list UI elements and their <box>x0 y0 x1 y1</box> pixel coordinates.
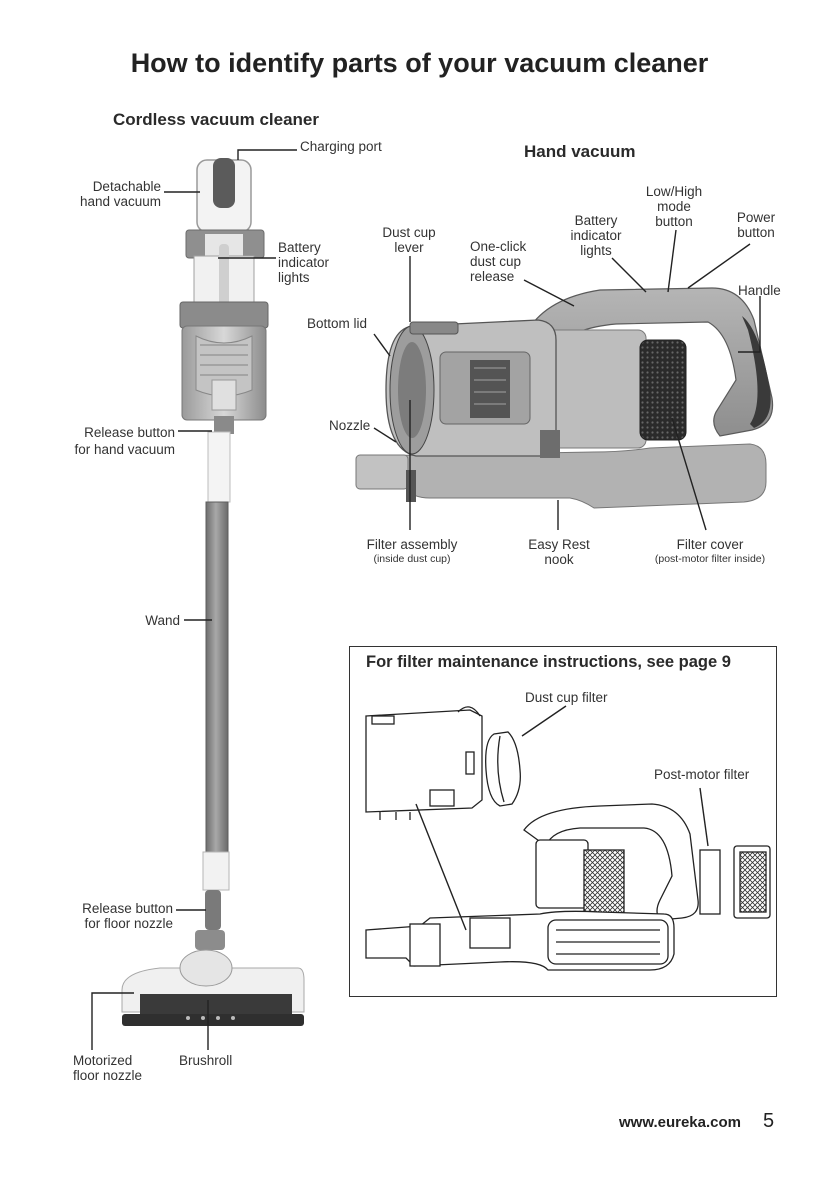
filter-box-heading: For filter maintenance instructions, see… <box>366 653 731 671</box>
label-detachable-hand-vacuum: Detachable hand vacuum <box>60 179 161 209</box>
footer-url[interactable]: www.eureka.com <box>619 1114 741 1131</box>
label-filter-assembly: Filter assembly (inside dust cup) <box>350 537 474 567</box>
label-line: Release button <box>82 901 173 916</box>
label-line: Filter assembly <box>366 537 458 552</box>
brushroll-shape <box>140 994 292 1016</box>
label-dust-cup-lever: Dust cup lever <box>366 225 452 255</box>
dust-cup-filter-outline <box>485 731 521 807</box>
label-one-click-release: One-click dust cup release <box>470 239 526 284</box>
wand-tube <box>205 501 229 855</box>
stick-vacuum-art <box>121 158 305 1026</box>
label-line: Filter cover <box>676 537 744 552</box>
label-line: indicator <box>570 228 622 243</box>
label-line: Release button <box>84 425 175 440</box>
label-dust-cup-filter: Dust cup filter <box>525 690 608 705</box>
label-line: Battery <box>574 213 618 228</box>
label-line: lights <box>278 270 310 285</box>
page-title: How to identify parts of your vacuum cle… <box>130 48 709 78</box>
label-hand-battery-lights: Battery indicator lights <box>558 213 634 258</box>
label-subline: (post-motor filter inside) <box>654 553 766 565</box>
label-brushroll: Brushroll <box>179 1053 233 1068</box>
label-line: nook <box>544 552 574 567</box>
label-line: dust cup <box>470 254 522 269</box>
label-post-motor-filter: Post-motor filter <box>654 767 750 782</box>
label-wand: Wand <box>145 613 180 628</box>
label-release-floor-nozzle: Release button for floor nozzle <box>50 901 173 931</box>
label-line: Easy Rest <box>528 537 590 552</box>
label-easy-rest-nook: Easy Rest nook <box>514 537 604 567</box>
label-line: Power <box>736 210 776 225</box>
label-line: release <box>470 269 515 284</box>
hand-base-shape <box>365 443 767 509</box>
filter-cover-shape <box>639 339 687 441</box>
label-line: mode <box>657 199 691 214</box>
label-nozzle: Nozzle <box>329 418 371 433</box>
cordless-heading: Cordless vacuum cleaner <box>113 110 319 129</box>
label-release-hand-vacuum: Release button for hand vacuum <box>50 424 175 458</box>
dust-cup-top <box>179 301 269 329</box>
label-line: lights <box>580 243 612 258</box>
label-line: button <box>737 225 775 240</box>
label-line: indicator <box>278 255 330 270</box>
label-handle: Handle <box>738 283 781 298</box>
label-battery-indicator-lights: Battery indicator lights <box>278 240 329 285</box>
label-line: Dust cup <box>382 225 436 240</box>
hand-vacuum-art <box>355 287 774 509</box>
filter-diagram-art <box>365 706 771 971</box>
nozzle-shape <box>355 454 409 490</box>
filter-leader-lines <box>415 705 709 931</box>
label-line: hand vacuum <box>79 194 161 209</box>
label-line: for floor nozzle <box>84 916 173 931</box>
label-line: Motorized <box>73 1053 133 1068</box>
label-line: floor nozzle <box>73 1068 143 1083</box>
stick-leader-lines <box>91 149 297 1050</box>
hand-vacuum-heading: Hand vacuum <box>524 142 636 161</box>
handle-shape <box>527 287 774 437</box>
dust-cup-lever-shape <box>409 321 459 335</box>
label-line: Battery <box>278 240 321 255</box>
charging-port-shape <box>213 158 235 208</box>
label-filter-cover: Filter cover (post-motor filter inside) <box>640 537 780 567</box>
page-number: 5 <box>763 1110 775 1132</box>
label-motorized-floor-nozzle: Motorized floor nozzle <box>73 1053 142 1083</box>
label-subline: (inside dust cup) <box>373 553 451 565</box>
dust-cup-outline <box>365 709 483 813</box>
label-bottom-lid: Bottom lid <box>307 316 368 331</box>
label-line: button <box>655 214 693 229</box>
label-line: Low/High <box>645 184 703 199</box>
hand-leader-lines <box>373 229 761 531</box>
label-low-high-mode-button: Low/High mode button <box>635 184 713 229</box>
filter-maintenance-box <box>349 646 777 997</box>
label-line: Detachable <box>92 179 161 194</box>
label-line: One-click <box>470 239 527 254</box>
post-motor-filter-outline <box>699 849 721 915</box>
label-line: for hand vacuum <box>74 442 175 457</box>
floor-release-shape <box>205 890 221 930</box>
label-line: lever <box>394 240 424 255</box>
label-power-button: Power button <box>726 210 786 240</box>
label-charging-port: Charging port <box>300 139 382 154</box>
